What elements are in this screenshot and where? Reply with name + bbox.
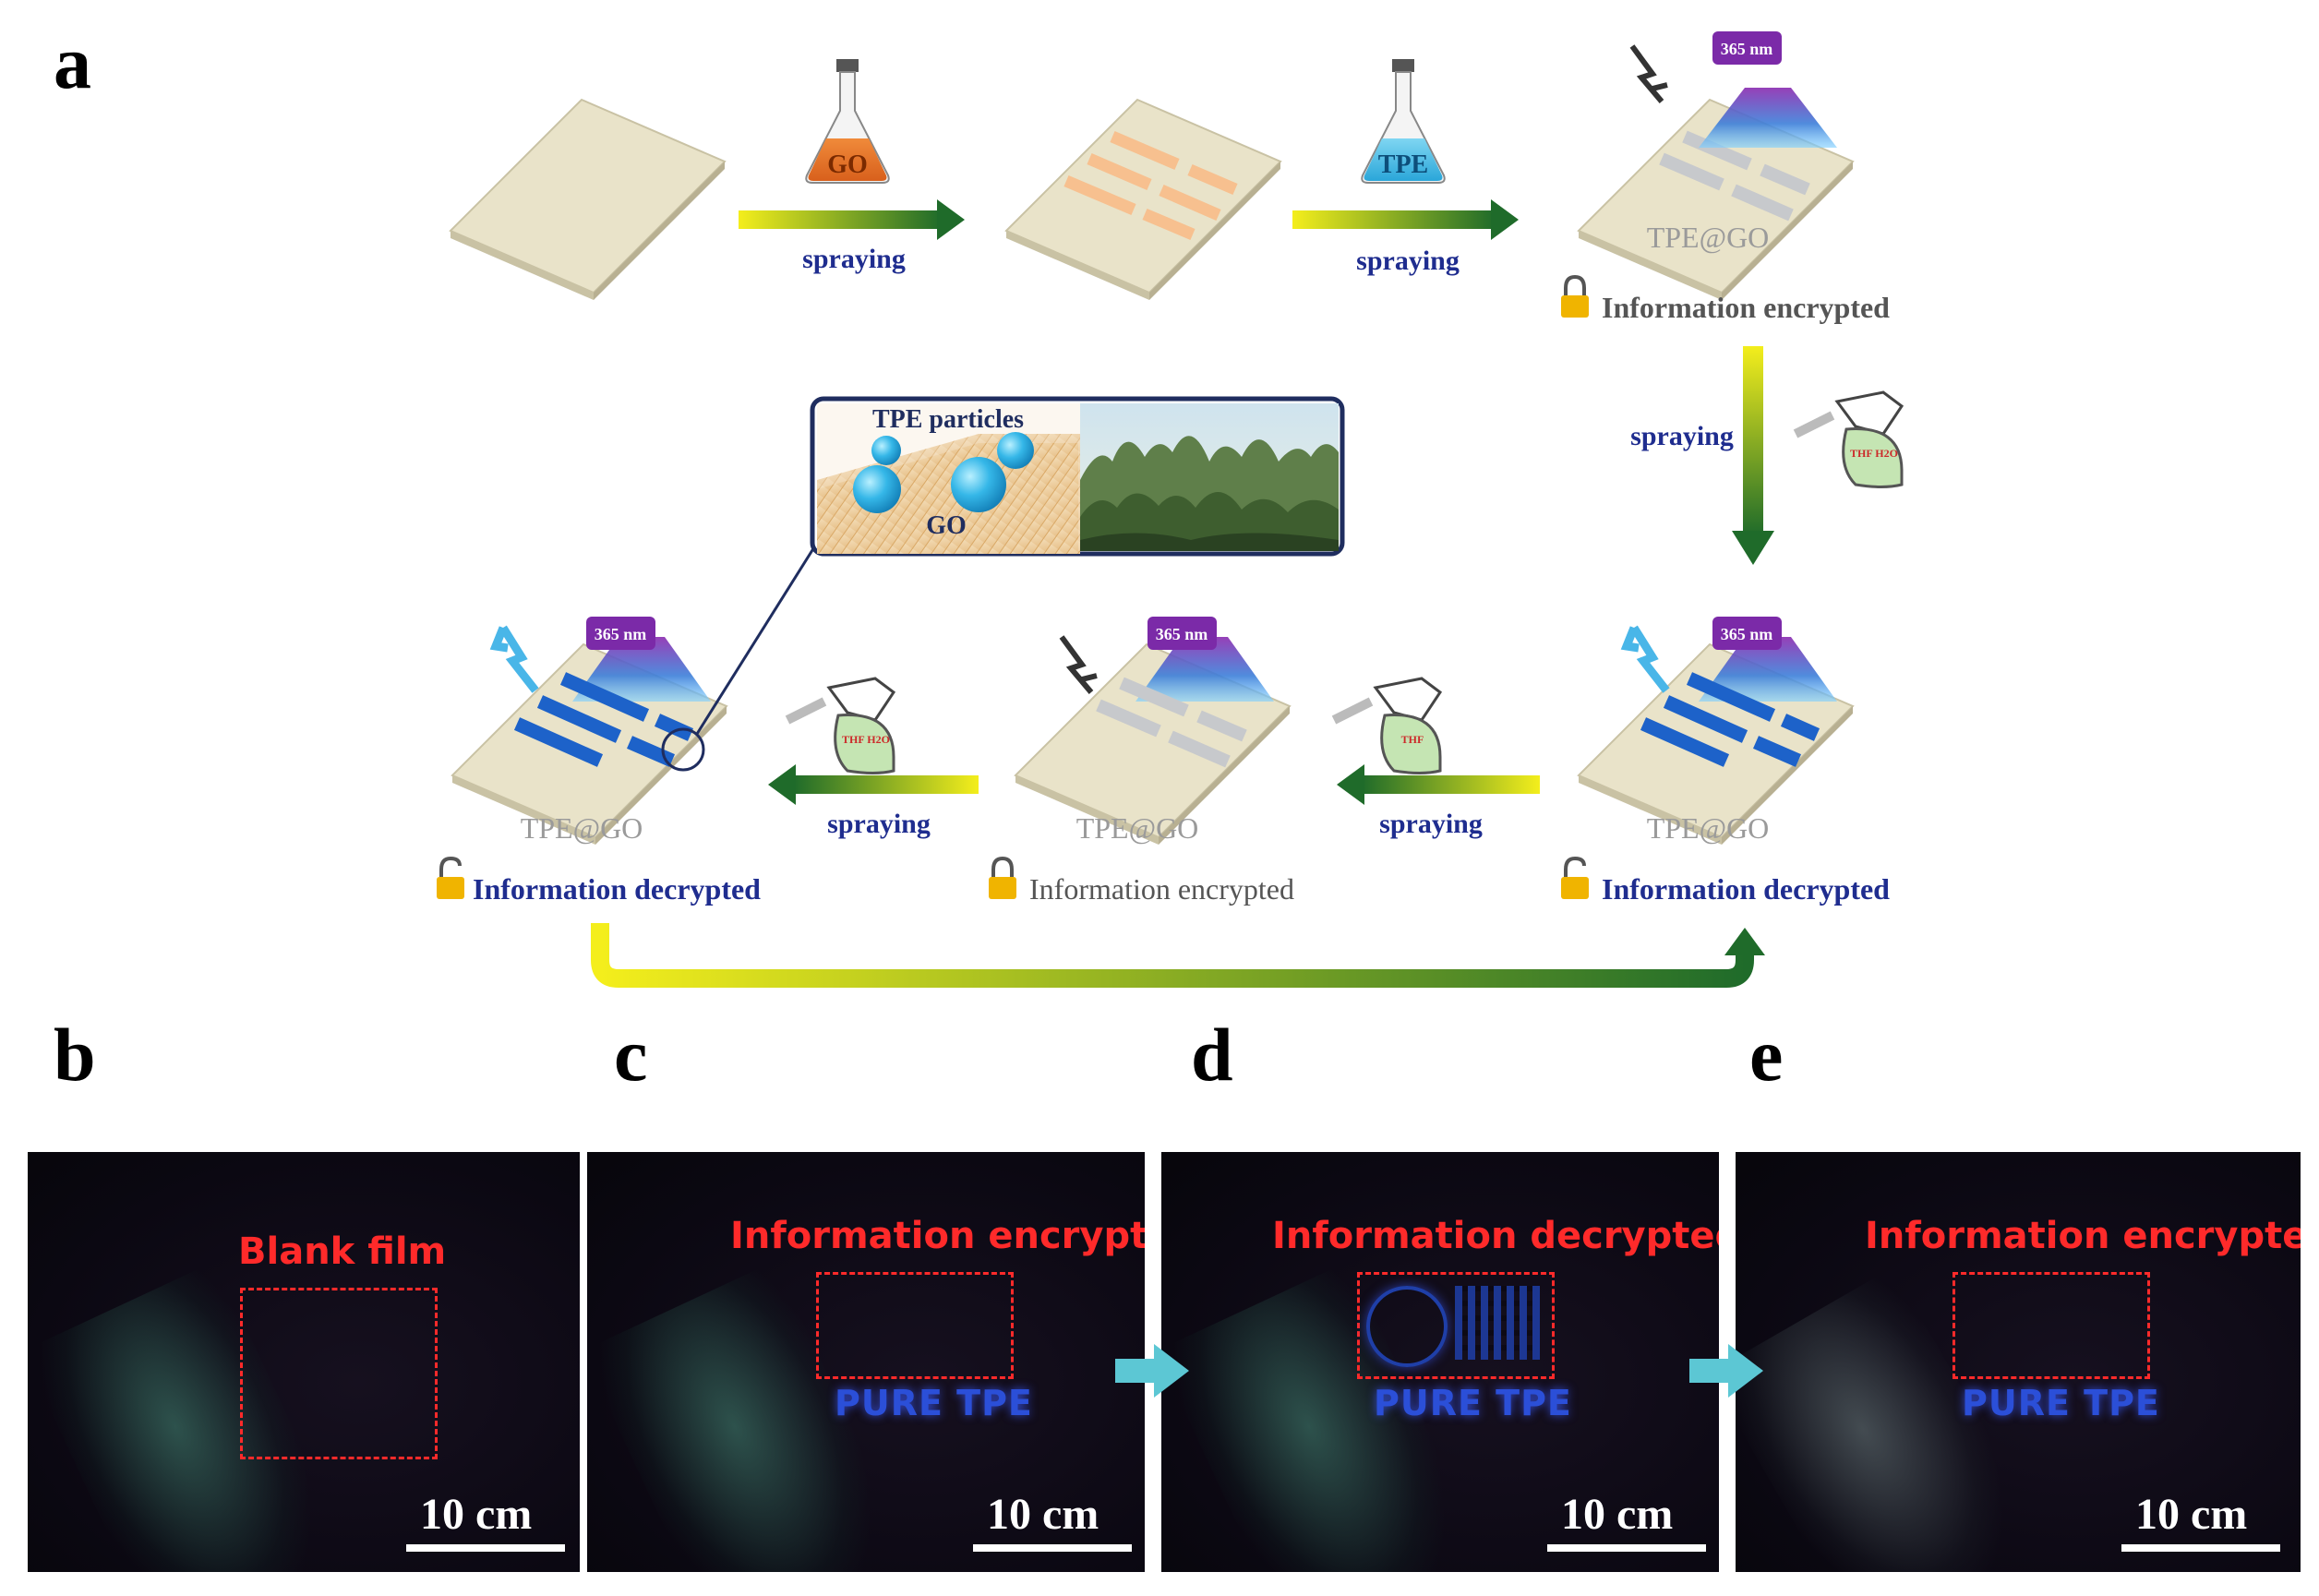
encrypted-film-middle	[1014, 617, 1292, 845]
arrow-spray-thf	[1337, 764, 1540, 805]
uv-label-top-right: 365 nm	[1721, 40, 1773, 58]
inset-substrate-label: GO	[926, 511, 967, 540]
arrow-spray-go	[739, 199, 965, 240]
spraying-label-bottom1: spraying	[1379, 809, 1483, 839]
photo-e-dashed-region	[1953, 1272, 2150, 1379]
uv-label-bottom-left: 365 nm	[595, 625, 647, 643]
inset-title: TPE particles	[872, 405, 1024, 434]
spray-bottle-right-icon	[1793, 390, 1904, 488]
panel-letter-d: d	[1191, 1013, 1233, 1097]
photo-b-scale-label: 10 cm	[420, 1490, 533, 1539]
photo-d-logo: PURE TPE	[1374, 1383, 1572, 1423]
panel-letter-a: a	[54, 20, 91, 104]
photo-c-logo: PURE TPE	[835, 1383, 1033, 1423]
decrypted-film-left	[451, 617, 728, 845]
panel-letter-e: e	[1749, 1013, 1783, 1097]
photo-c-dashed-region	[816, 1272, 1014, 1379]
status-bottom-mid: Information encrypted	[1029, 872, 1294, 906]
lock-open-icon-left	[437, 856, 464, 899]
film-label-top-right: TPE@GO	[1647, 221, 1770, 254]
panel-letter-c: c	[614, 1013, 647, 1097]
photo-d-scale-label: 10 cm	[1561, 1490, 1674, 1539]
spraying-label-bottom2: spraying	[827, 809, 931, 839]
arrow-spray-thf-water	[1732, 346, 1774, 565]
go-patterned-film	[1004, 98, 1282, 300]
film-label-bottom-right: TPE@GO	[1647, 811, 1770, 845]
karst-landscape-photo	[1080, 403, 1339, 551]
uv-label-bottom-right: 365 nm	[1721, 625, 1773, 643]
qr-code-pattern	[1455, 1286, 1540, 1360]
spraying-label-right: spraying	[1630, 421, 1734, 451]
tpe-flask-label: TPE	[1378, 150, 1428, 179]
lock-open-icon-right	[1561, 856, 1589, 899]
arrow-cycle-return	[591, 923, 1765, 988]
tpe-flask-icon	[1361, 59, 1446, 184]
photo-arrow-c-to-d	[1115, 1344, 1189, 1398]
spray-bottle-bottom-left-icon	[785, 677, 896, 774]
lock-closed-icon-middle	[989, 856, 1016, 899]
spray-bottle-bottom-right-icon	[1331, 677, 1443, 774]
spraying-label-top1: spraying	[802, 244, 906, 274]
photo-e-logo: PURE TPE	[1962, 1383, 2160, 1423]
status-bottom-left: Information decrypted	[473, 872, 761, 906]
photo-panel-c: Information encrypted PURE TPE 10 cm	[587, 1152, 1145, 1572]
photo-d-scalebar	[1547, 1544, 1706, 1552]
photo-panel-b: Blank film 10 cm	[28, 1152, 580, 1572]
photo-b-dashed-region	[240, 1288, 438, 1459]
lock-closed-icon	[1561, 274, 1589, 318]
blank-film	[449, 98, 727, 300]
spraying-label-top2: spraying	[1356, 246, 1460, 276]
yin-yang-pattern	[1366, 1286, 1448, 1367]
photo-e-scalebar	[2121, 1544, 2280, 1552]
photo-c-scalebar	[973, 1544, 1132, 1552]
status-bottom-right: Information decrypted	[1602, 872, 1890, 906]
photo-e-scale-label: 10 cm	[2135, 1490, 2248, 1539]
photo-d-dashed-region	[1357, 1272, 1555, 1379]
arrow-spray-thf-water-bottom	[768, 764, 979, 805]
film-label-bottom-mid: TPE@GO	[1076, 811, 1199, 845]
status-top-right: Information encrypted	[1602, 291, 1890, 324]
go-flask-label: GO	[827, 150, 868, 179]
photo-c-scale-label: 10 cm	[987, 1490, 1099, 1539]
film-label-bottom-left: TPE@GO	[521, 811, 643, 845]
arrow-spray-tpe	[1292, 199, 1519, 240]
panel-letter-b: b	[54, 1013, 96, 1097]
photo-d-label: Information decrypted	[1272, 1215, 1719, 1257]
photo-b-label: Blank film	[238, 1230, 447, 1273]
photo-c-label: Information encrypted	[730, 1215, 1145, 1257]
photo-b-scalebar	[406, 1544, 565, 1552]
encrypted-film-top	[1577, 31, 1855, 300]
go-flask-icon	[805, 59, 890, 184]
bottle-label-bottom-left: THF H2O	[842, 733, 890, 746]
photo-arrow-d-to-e	[1689, 1344, 1763, 1398]
bottle-label-bottom-right: THF	[1401, 733, 1424, 746]
zoom-connector	[695, 542, 819, 735]
photo-panel-e: Information encrypted PURE TPE 10 cm	[1736, 1152, 2301, 1572]
decrypted-film-right	[1577, 617, 1855, 845]
photo-panel-d: Information decrypted PURE TPE 10 cm	[1161, 1152, 1719, 1572]
uv-label-bottom-mid: 365 nm	[1156, 625, 1208, 643]
bottle-label-right: THF H2O	[1850, 447, 1898, 460]
tpe-particles-inset	[810, 396, 1345, 557]
photo-e-label: Information encrypted	[1865, 1215, 2301, 1257]
